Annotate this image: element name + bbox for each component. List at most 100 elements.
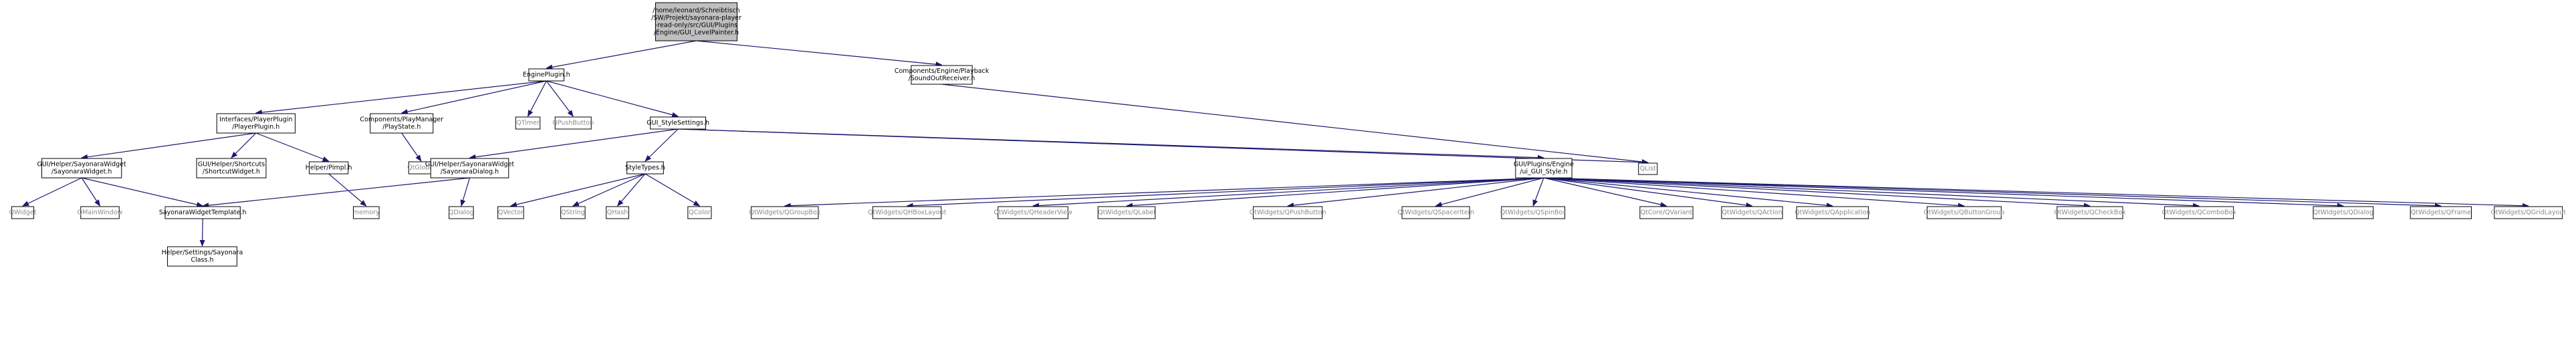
node-box (998, 206, 1068, 219)
node-label: QtWidgets/QFrame (2411, 209, 2471, 217)
node-label: /SoundOutReceiver.h (909, 75, 975, 82)
node-gui-style[interactable]: GUI/Plugins/Engine/ui_GUI_Style.h (1514, 158, 1574, 179)
node-qw-qcheckbox[interactable]: QtWidgets/QCheckBox (2054, 206, 2126, 219)
node-engine-plugin[interactable]: EnginePlugin.h (523, 68, 570, 82)
node-qvector[interactable]: QVector (497, 206, 524, 219)
node-qw-qgroupbox[interactable]: QtWidgets/QGroupBox (749, 206, 821, 219)
edge-gui_style-to-qw_qspaceritem (1435, 177, 1544, 207)
node-qw-qbuttongroup[interactable]: QtWidgets/QButtonGroup (1923, 206, 2004, 219)
node-label: Interfaces/PlayerPlugin (219, 116, 292, 124)
node-memory[interactable]: memory (352, 206, 380, 219)
edge-gui_style-to-qw_qheaderview (1032, 177, 1544, 209)
node-qpushbutton[interactable]: QPushButton (552, 116, 594, 130)
node-box (626, 161, 664, 175)
node-shortcut-widget[interactable]: GUI/Helper/Shortcuts/ShortcutWidget.h (196, 158, 267, 179)
node-qw-qhboxlayout[interactable]: QtWidgets/QHBoxLayout (868, 206, 947, 219)
node-label: QtWidgets/QAction (1722, 209, 1782, 217)
node-helper-pimpl[interactable]: Helper/Pimpl.h (306, 161, 352, 175)
node-root[interactable]: /home/leonard/Schreibtisch/SW/Projekt/sa… (651, 2, 741, 41)
edge-gui_style-to-qc_qvariant (1543, 177, 1667, 207)
node-label: /home/leonard/Schreibtisch (653, 7, 740, 15)
node-qw-qlabel[interactable]: QtWidgets/QLabel (1097, 206, 1156, 219)
node-qw-qaction[interactable]: QtWidgets/QAction (1721, 206, 1783, 219)
node-label: QtGlobal (407, 164, 435, 172)
node-qw-qpushbutton[interactable]: QtWidgets/QPushButton (1250, 206, 1326, 219)
node-box (2494, 206, 2563, 219)
node-label: QPushButton (552, 120, 594, 127)
node-box (167, 246, 237, 267)
node-qw-qheaderview[interactable]: QtWidgets/QHeaderView (993, 206, 1072, 219)
node-player-plugin[interactable]: Interfaces/PlayerPlugin/PlayerPlugin.h (216, 113, 296, 134)
node-label: QtWidgets/QSpinBox (1500, 209, 1566, 217)
node-qtimer[interactable]: QTimer (515, 116, 541, 130)
node-qcolor[interactable]: QColor (687, 206, 712, 219)
node-label: /Engine/GUI_LevelPainter.h (654, 29, 739, 37)
node-label: QVector (498, 209, 523, 217)
edge-player_plugin-to-helper_pimpl (255, 132, 330, 162)
node-widget-template[interactable]: SayonaraWidgetTemplate.h (159, 206, 247, 219)
edge-gui_style-to-qw_qspinbox (1532, 177, 1544, 207)
node-qw-qframe[interactable]: QtWidgets/QFrame (2410, 206, 2472, 219)
node-label: QList (1640, 165, 1656, 173)
node-qdialog[interactable]: QDialog (449, 206, 474, 219)
node-label: QtWidgets/QDialog (2313, 209, 2374, 217)
node-qw-qgridlayout[interactable]: QtWidgets/QGridLayout (2491, 206, 2567, 219)
node-qlist[interactable]: QList (1638, 162, 1658, 175)
node-box (41, 158, 122, 179)
edge-gui_style-to-qw_qcombobox (1543, 177, 2200, 209)
node-qmainwindow[interactable]: QMainWindow (78, 206, 123, 219)
edge-engine_plugin-to-qpushbutton (546, 80, 574, 117)
node-box (1401, 206, 1470, 219)
node-box (11, 206, 35, 219)
node-qhash[interactable]: QHash (606, 206, 629, 219)
edge-sayonara_dialog-to-qdialog (460, 177, 471, 207)
node-label: GUI/Plugins/Engine (1514, 161, 1574, 168)
node-play-state[interactable]: Components/PlayManager/PlayState.h (360, 113, 443, 134)
node-qw-qcombobox[interactable]: QtWidgets/QComboBox (2161, 206, 2236, 219)
node-box (216, 113, 296, 134)
edge-helper_pimpl-to-memory (328, 173, 367, 207)
node-sayonara-dialog[interactable]: GUI/Helper/SayonaraWidget/SayonaraDialog… (425, 158, 515, 179)
node-label: StyleTypes.h (625, 164, 665, 172)
node-label: QtWidgets/QSpacerItem (1397, 209, 1474, 217)
nodes-layer: /home/leonard/Schreibtisch/SW/Projekt/sa… (9, 2, 2567, 267)
edge-widget_template-to-sayonara_class (199, 218, 205, 247)
node-label: QtWidgets/QGroupBox (749, 209, 820, 217)
node-label: Components/Engine/Playback (895, 68, 989, 75)
edge-gui_style-to-qw_qpushbutton (1287, 177, 1544, 208)
node-box (606, 206, 629, 219)
node-box (554, 116, 592, 130)
node-qstring[interactable]: QString (560, 206, 586, 219)
node-gui-stylesettings[interactable]: GUI_StyleSettings.h (647, 116, 709, 130)
node-qwidget[interactable]: QWidget (9, 206, 37, 219)
node-box (2164, 206, 2234, 219)
node-label: GUI_StyleSettings.h (647, 120, 709, 127)
edge-engine_plugin-to-gui_stylesettings (546, 80, 679, 118)
edge-player_plugin-to-shortcut_widget (231, 132, 257, 158)
edge-sayonara_dialog-to-widget_template (202, 177, 470, 209)
node-box (370, 113, 434, 134)
node-qc-qvariant[interactable]: QtCore/QVariant (1639, 206, 1693, 219)
edge-sound_out_receiver-to-qlist (941, 84, 1649, 164)
node-sound-out-receiver[interactable]: Components/Engine/Playback/SoundOutRecei… (895, 65, 989, 85)
node-qw-qspinbox[interactable]: QtWidgets/QSpinBox (1500, 206, 1566, 219)
edge-gui_style-to-qw_qapplication (1543, 177, 1833, 209)
node-sayonara-widget[interactable]: GUI/Helper/SayonaraWidget/SayonaraWidget… (37, 158, 126, 179)
edge-style_types-to-qcolor (645, 173, 701, 207)
node-label: memory (353, 209, 380, 217)
node-label: Helper/Settings/Sayonara (162, 249, 243, 257)
node-qw-qapplication[interactable]: QtWidgets/QApplication (1794, 206, 1871, 219)
node-box (528, 68, 565, 82)
node-box (872, 206, 942, 219)
node-label: QtWidgets/QLabel (1098, 209, 1155, 217)
node-box (2057, 206, 2123, 219)
edge-gui_style-to-qw_qgroupbox (784, 177, 1544, 209)
node-style-types[interactable]: StyleTypes.h (625, 161, 665, 175)
node-label: SayonaraWidgetTemplate.h (159, 209, 247, 217)
node-box (2410, 206, 2472, 219)
node-label: QtWidgets/QButtonGroup (1923, 209, 2004, 217)
node-qw-qdialog[interactable]: QtWidgets/QDialog (2313, 206, 2374, 219)
node-qw-qspaceritem[interactable]: QtWidgets/QSpacerItem (1397, 206, 1474, 219)
node-box (352, 206, 380, 219)
